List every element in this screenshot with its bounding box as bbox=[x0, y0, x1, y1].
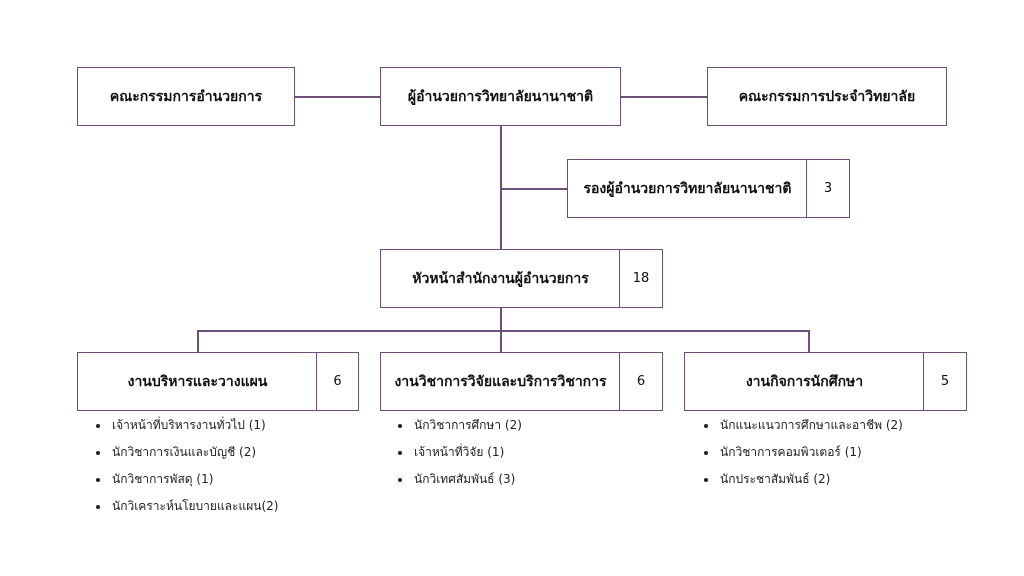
board-executive-box: คณะกรรมการอำนวยการ bbox=[77, 67, 295, 126]
college-board-box: คณะกรรมการประจำวิทยาลัย bbox=[707, 67, 947, 126]
list-item: เจ้าหน้าที่วิจัย (1) bbox=[412, 439, 522, 466]
list-item: นักวิชาการเงินและบัญชี (2) bbox=[110, 439, 278, 466]
head-office-count-value: 18 bbox=[632, 271, 650, 286]
connector bbox=[500, 125, 502, 249]
department-box-academic: งานวิชาการวิจัยและบริการวิชาการ bbox=[380, 352, 621, 411]
connector bbox=[500, 188, 567, 190]
department-label: งานวิชาการวิจัยและบริการวิชาการ bbox=[394, 373, 607, 390]
department-label: งานบริหารและวางแผน bbox=[127, 373, 268, 390]
connector bbox=[620, 96, 707, 98]
connector bbox=[500, 330, 502, 352]
deputy-box: รองผู้อำนวยการวิทยาลัยนานาชาติ bbox=[567, 159, 808, 218]
connector bbox=[197, 330, 199, 352]
list-item: นักประชาสัมพันธ์ (2) bbox=[718, 466, 903, 493]
department-staff-list: นักวิชาการศึกษา (2) เจ้าหน้าที่วิจัย (1)… bbox=[394, 412, 522, 493]
connector bbox=[808, 330, 810, 352]
department-count-value: 6 bbox=[636, 374, 646, 389]
list-item: เจ้าหน้าที่บริหารงานทั่วไป (1) bbox=[110, 412, 278, 439]
department-label: งานกิจการนักศึกษา bbox=[745, 373, 864, 390]
director-box: ผู้อำนวยการวิทยาลัยนานาชาติ bbox=[380, 67, 621, 126]
list-item: นักวิเทศสัมพันธ์ (3) bbox=[412, 466, 522, 493]
board-executive-label: คณะกรรมการอำนวยการ bbox=[109, 88, 263, 105]
connector bbox=[294, 96, 380, 98]
department-staff-list: นักแนะแนวการศึกษาและอาชีพ (2) นักวิชาการ… bbox=[700, 412, 903, 493]
department-count: 6 bbox=[316, 352, 359, 411]
department-box-planning: งานบริหารและวางแผน bbox=[77, 352, 318, 411]
department-count: 6 bbox=[619, 352, 663, 411]
connector bbox=[500, 307, 502, 330]
list-item: นักวิชาการคอมพิวเตอร์ (1) bbox=[718, 439, 903, 466]
list-item: นักวิชาการพัสดุ (1) bbox=[110, 466, 278, 493]
department-count-value: 5 bbox=[940, 374, 950, 389]
deputy-count-value: 3 bbox=[823, 181, 833, 196]
deputy-label: รองผู้อำนวยการวิทยาลัยนานาชาติ bbox=[583, 180, 792, 197]
list-item: นักวิเคราะห์นโยบายและแผน(2) bbox=[110, 493, 278, 520]
department-count-value: 6 bbox=[333, 374, 342, 389]
deputy-count: 3 bbox=[806, 159, 850, 218]
head-office-label: หัวหน้าสำนักงานผู้อำนวยการ bbox=[412, 270, 589, 287]
head-office-count: 18 bbox=[619, 249, 663, 308]
head-office-box: หัวหน้าสำนักงานผู้อำนวยการ bbox=[380, 249, 621, 308]
list-item: นักวิชาการศึกษา (2) bbox=[412, 412, 522, 439]
college-board-label: คณะกรรมการประจำวิทยาลัย bbox=[738, 88, 916, 105]
list-item: นักแนะแนวการศึกษาและอาชีพ (2) bbox=[718, 412, 903, 439]
department-count: 5 bbox=[923, 352, 967, 411]
connector bbox=[197, 330, 809, 332]
department-box-student-affairs: งานกิจการนักศึกษา bbox=[684, 352, 925, 411]
director-label: ผู้อำนวยการวิทยาลัยนานาชาติ bbox=[407, 88, 594, 105]
department-staff-list: เจ้าหน้าที่บริหารงานทั่วไป (1) นักวิชากา… bbox=[92, 412, 278, 520]
